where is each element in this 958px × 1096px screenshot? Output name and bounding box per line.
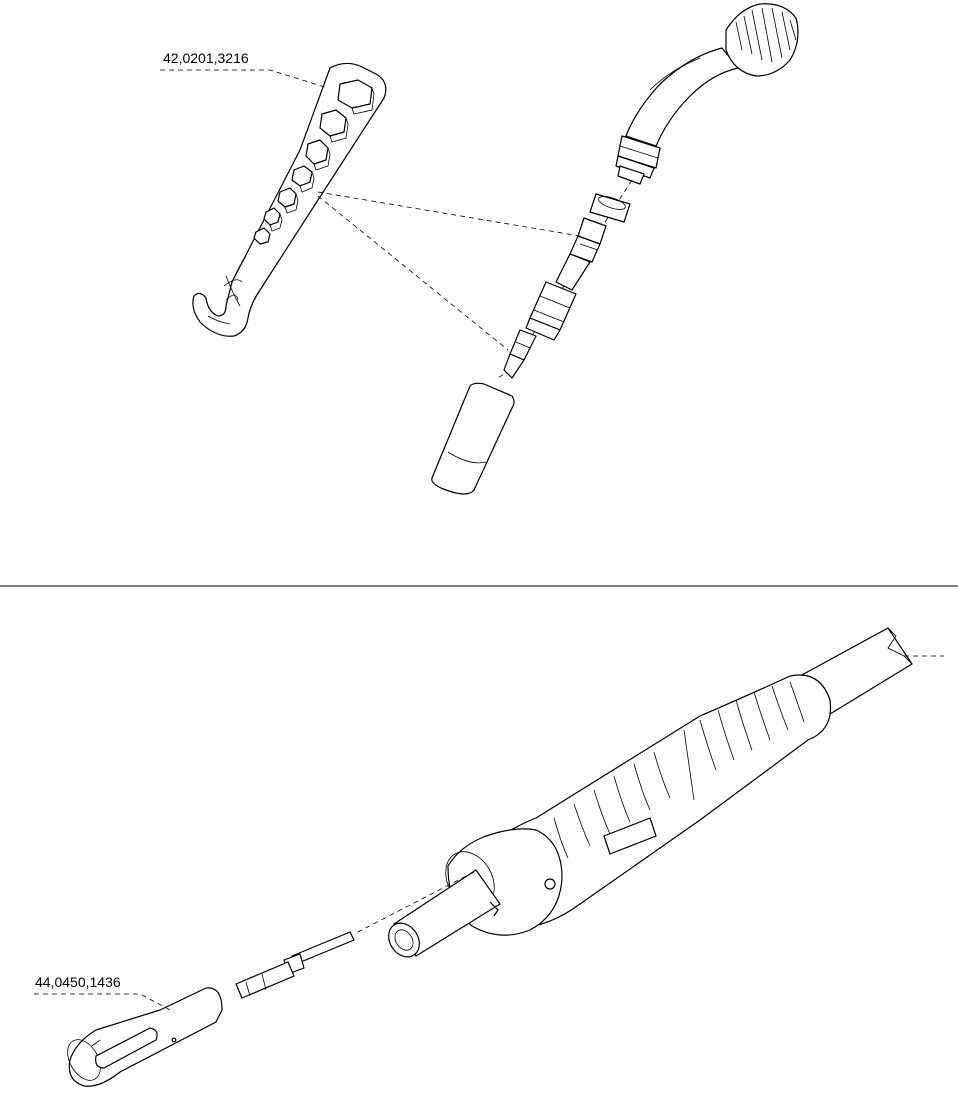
wrench-hex-sockets (253, 79, 375, 245)
contact-tip (503, 329, 537, 379)
gas-nozzle (431, 382, 515, 495)
inner-liner (67, 931, 355, 1087)
liner-callout-line (34, 993, 175, 1013)
handle-neck-tube (388, 869, 501, 958)
liner-axis-line (353, 871, 475, 935)
wrench-article-number: 42,0201,3216 (163, 50, 249, 66)
wrench-callout-line (160, 69, 329, 89)
torch-neck (615, 3, 799, 185)
wrench-leader-2 (317, 195, 509, 351)
liner-article-number: 44,0450,1436 (35, 974, 121, 990)
diffuser-fitting (555, 217, 607, 291)
gas-diffuser (525, 281, 577, 341)
wrench-leader-1 (317, 191, 581, 237)
insulating-ring (589, 193, 631, 223)
